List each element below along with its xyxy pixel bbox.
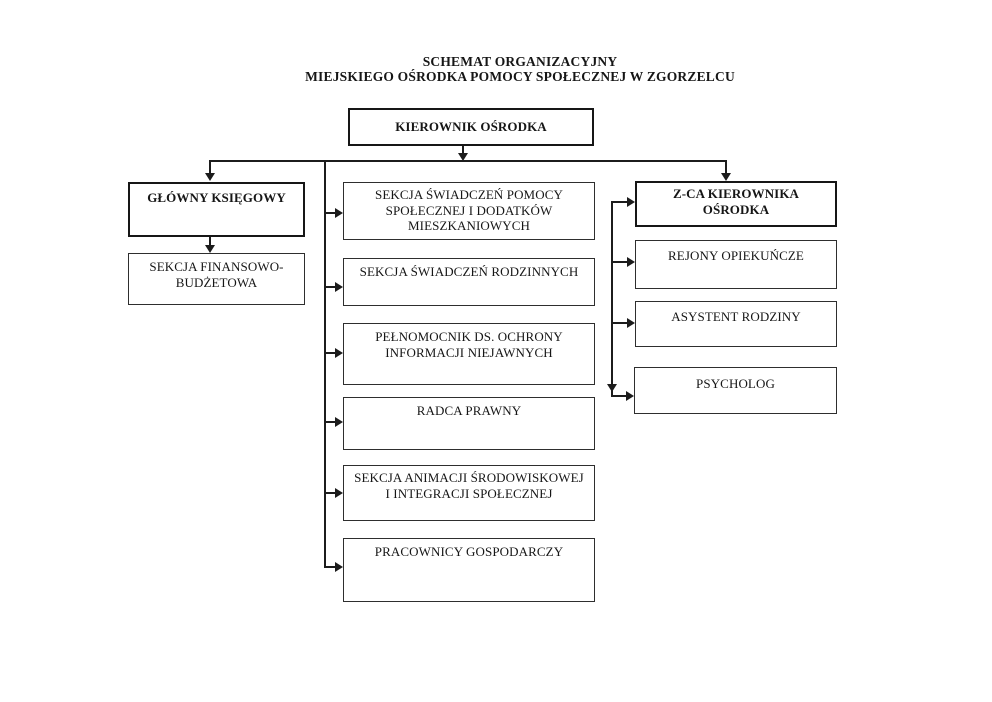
node-label: ASYSTENT RODZINY (671, 309, 801, 324)
connector-to-pelnomocnik (324, 352, 336, 354)
connector-to-sekcja-animacji (324, 492, 336, 494)
connector-to-sekcja-swiadczen-rodzinnych (324, 286, 336, 288)
node-zca-kierownika-osrodka: Z-CA KIEROWNIKA OŚRODKA (635, 181, 837, 227)
node-sekcja-animacji-srodowiskowej: SEKCJA ANIMACJI ŚRODOWISKOWEJ I INTEGRAC… (343, 465, 595, 521)
arrowhead-right (335, 348, 343, 358)
node-label: SEKCJA FINANSOWO- (149, 259, 284, 274)
node-label: MIESZKANIOWYCH (408, 218, 530, 233)
node-label: SEKCJA ŚWIADCZEŃ RODZINNYCH (359, 264, 579, 279)
arrowhead-right (335, 488, 343, 498)
node-sekcja-finansowo-budzetowa: SEKCJA FINANSOWO- BUDŻETOWA (128, 253, 305, 305)
node-rejony-opiekuncze: REJONY OPIEKUŃCZE (635, 240, 837, 289)
arrowhead-down (607, 384, 617, 392)
arrowhead-right (627, 197, 635, 207)
connector-left-elbow (209, 160, 211, 174)
arrowhead-right (335, 282, 343, 292)
node-label: SPOŁECZNEJ I DODATKÓW (385, 202, 553, 218)
node-label: BUDŻETOWA (175, 274, 258, 290)
connector-to-zca (611, 201, 627, 203)
connector-glowny-finansowo (209, 237, 211, 246)
node-asystent-rodziny: ASYSTENT RODZINY (635, 301, 837, 347)
node-label: PRACOWNICY GOSPODARCZY (374, 544, 564, 559)
connector-middle-bus (324, 160, 326, 568)
node-pracownicy-gospodarczy: PRACOWNICY GOSPODARCZY (343, 538, 595, 602)
node-label: RADCA PRAWNY (416, 403, 522, 418)
node-sekcja-swiadczen-pomocy: SEKCJA ŚWIADCZEŃ POMOCY SPOŁECZNEJ I DOD… (343, 182, 595, 240)
node-pelnomocnik-informacji-niejawnych: PEŁNOMOCNIK DS. OCHRONY INFORMACJI NIEJA… (343, 323, 595, 385)
arrowhead-down (205, 173, 215, 181)
arrowhead-right (626, 391, 634, 401)
connector-kierownik-down (462, 146, 464, 154)
node-label: I INTEGRACJI SPOŁECZNEJ (385, 485, 553, 501)
connector-to-sekcja-swiadczen-pomocy (324, 212, 336, 214)
chart-title-line2: MIEJSKIEGO OŚRODKA POMOCY SPOŁECZNEJ W Z… (305, 69, 735, 84)
node-glowny-ksiegowy: GŁÓWNY KSIĘGOWY (128, 182, 305, 237)
arrowhead-down (458, 153, 468, 161)
connector-to-asystent (613, 322, 627, 324)
connector-to-radca-prawny (324, 421, 336, 423)
connector-to-pracownicy-gospodarczy (324, 566, 336, 568)
arrowhead-down (721, 173, 731, 181)
node-sekcja-swiadczen-rodzinnych: SEKCJA ŚWIADCZEŃ RODZINNYCH (343, 258, 595, 306)
arrowhead-right (627, 257, 635, 267)
node-label: REJONY OPIEKUŃCZE (668, 248, 804, 263)
arrowhead-down (205, 245, 215, 253)
connector-right-bus (611, 201, 613, 397)
node-label: SEKCJA ANIMACJI ŚRODOWISKOWEJ (354, 470, 584, 485)
arrowhead-right (627, 318, 635, 328)
node-label: SEKCJA ŚWIADCZEŃ POMOCY (375, 187, 563, 202)
chart-title: SCHEMAT ORGANIZACYJNY MIEJSKIEGO OŚRODKA… (216, 54, 824, 84)
node-label: KIEROWNIK OŚRODKA (395, 119, 547, 134)
arrowhead-right (335, 417, 343, 427)
connector-to-psycholog (611, 395, 626, 397)
node-label: GŁÓWNY KSIĘGOWY (147, 190, 286, 205)
node-label: OŚRODKA (702, 201, 770, 217)
node-label: PSYCHOLOG (696, 376, 775, 391)
node-radca-prawny: RADCA PRAWNY (343, 397, 595, 450)
connector-right-elbow (725, 160, 727, 174)
node-label: INFORMACJI NIEJAWNYCH (385, 344, 553, 360)
node-label: Z-CA KIEROWNIKA (672, 186, 800, 201)
chart-title-line1: SCHEMAT ORGANIZACYJNY (422, 54, 618, 69)
arrowhead-right (335, 208, 343, 218)
node-kierownik-osrodka: KIEROWNIK OŚRODKA (348, 108, 594, 146)
node-psycholog: PSYCHOLOG (634, 367, 837, 414)
node-label: PEŁNOMOCNIK DS. OCHRONY (375, 329, 563, 344)
connector-main-bus (209, 160, 727, 162)
connector-to-rejony (613, 261, 627, 263)
arrowhead-right (335, 562, 343, 572)
